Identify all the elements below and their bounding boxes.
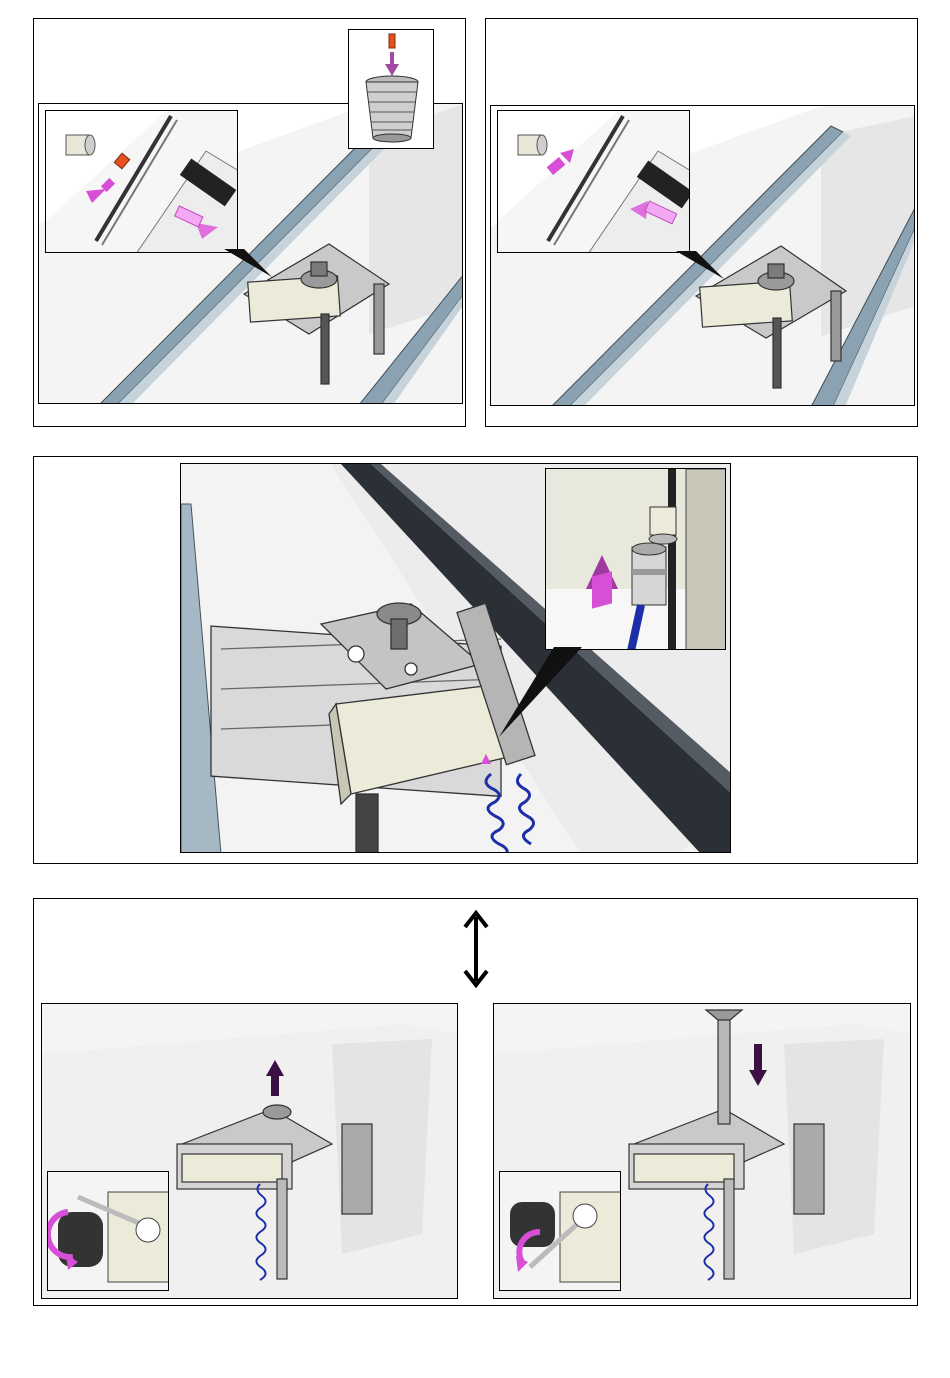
quick-connector-detail-icon <box>546 469 726 650</box>
step-4-left-detail <box>47 1171 169 1291</box>
step-2-frame <box>485 18 918 427</box>
callout-pointer <box>224 249 284 289</box>
step-4-frame <box>33 898 918 1306</box>
step-2-detail-inset <box>497 110 690 253</box>
callout-pointer <box>494 647 594 747</box>
bin-discard-icon <box>349 30 434 149</box>
step-3-connector-inset <box>545 468 726 650</box>
step-3-frame <box>33 456 918 864</box>
step-1-frame <box>33 18 466 427</box>
callout-pointer <box>676 251 736 291</box>
step-1-detail-inset <box>45 110 238 253</box>
double-vertical-arrow-icon <box>461 909 491 989</box>
detail-callout-icon <box>46 111 238 253</box>
step-4-right-detail <box>499 1171 621 1291</box>
rotate-lever-icon <box>500 1172 621 1291</box>
detail-callout-icon <box>498 111 690 253</box>
rotate-lever-icon <box>48 1172 169 1291</box>
step-1-bin-inset <box>348 29 434 149</box>
